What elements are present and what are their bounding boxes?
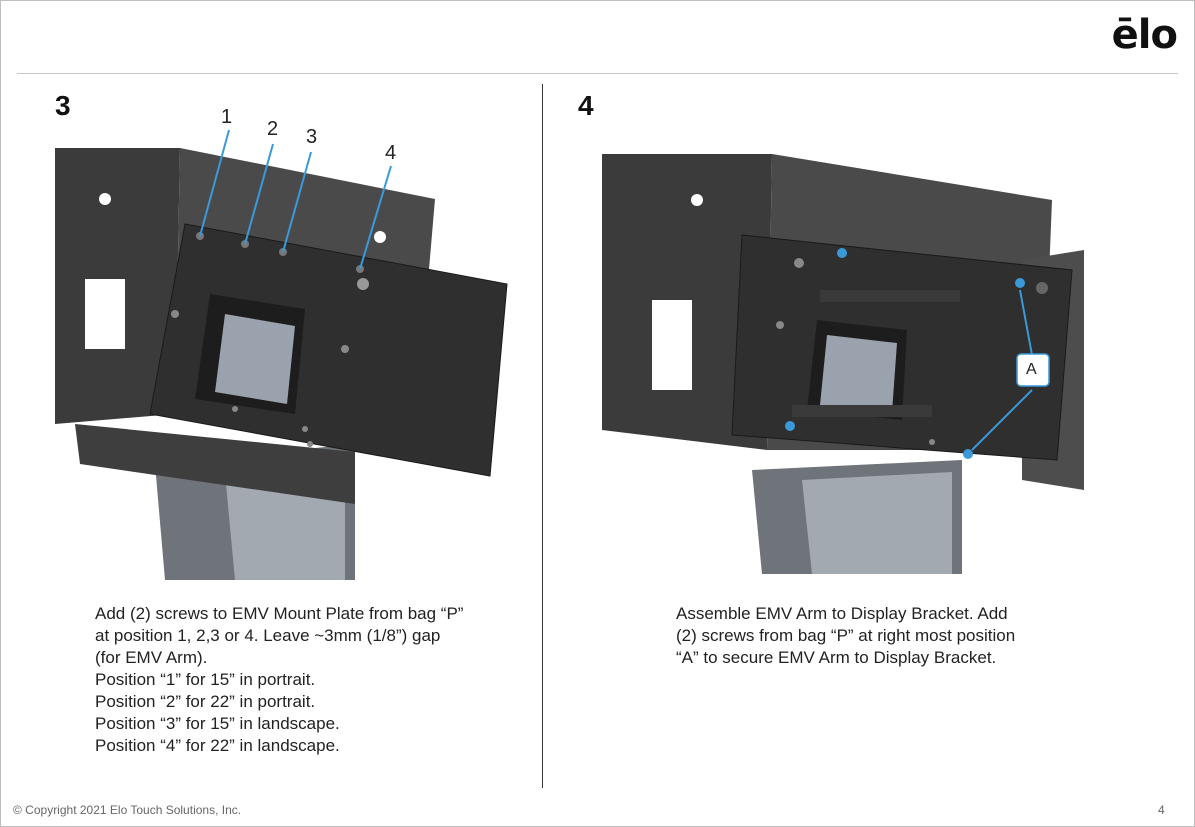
- column-divider: [542, 84, 543, 788]
- step-4-drawing: [602, 154, 1084, 574]
- callout-1: 1: [221, 106, 233, 128]
- header-divider: [17, 73, 1178, 74]
- callout-2: 2: [267, 118, 279, 140]
- callout-a: A: [1026, 361, 1037, 378]
- step-3-line: Position “3” for 15” in landscape.: [95, 714, 340, 733]
- step-4-instructions: Assemble EMV Arm to Display Bracket. Add…: [676, 603, 1015, 669]
- step-3-line: Position “2” for 22” in portrait.: [95, 692, 316, 711]
- copyright-footer: © Copyright 2021 Elo Touch Solutions, In…: [13, 803, 242, 817]
- step-3-line: Position “1” for 15” in portrait.: [95, 670, 316, 689]
- step-3-instructions: Add (2) screws to EMV Mount Plate from b…: [95, 603, 463, 757]
- step-3-line: Position “4” for 22” in landscape.: [95, 736, 340, 755]
- callout-4: 4: [385, 142, 397, 164]
- step-3-line: (for EMV Arm).: [95, 648, 208, 667]
- step-3-line: Add (2) screws to EMV Mount Plate from b…: [95, 604, 464, 623]
- callout-3: 3: [306, 126, 318, 148]
- step-3-drawing: [55, 129, 508, 580]
- step-4-line: (2) screws from bag “P” at right most po…: [676, 626, 1016, 645]
- step-3-illustration: 1 2 3 4: [55, 104, 510, 580]
- step-3-number: 3: [55, 90, 71, 121]
- page-number: 4: [1158, 803, 1165, 817]
- step-4-line: Assemble EMV Arm to Display Bracket. Add: [676, 604, 1008, 623]
- elo-logo: ēlo: [1111, 12, 1178, 58]
- step-3-line: at position 1, 2,3 or 4. Leave ~3mm (1/8…: [95, 626, 441, 645]
- step-4-illustration: A: [602, 150, 1084, 574]
- step-4-number: 4: [578, 90, 594, 121]
- step-4-line: “A” to secure EMV Arm to Display Bracket…: [676, 648, 997, 667]
